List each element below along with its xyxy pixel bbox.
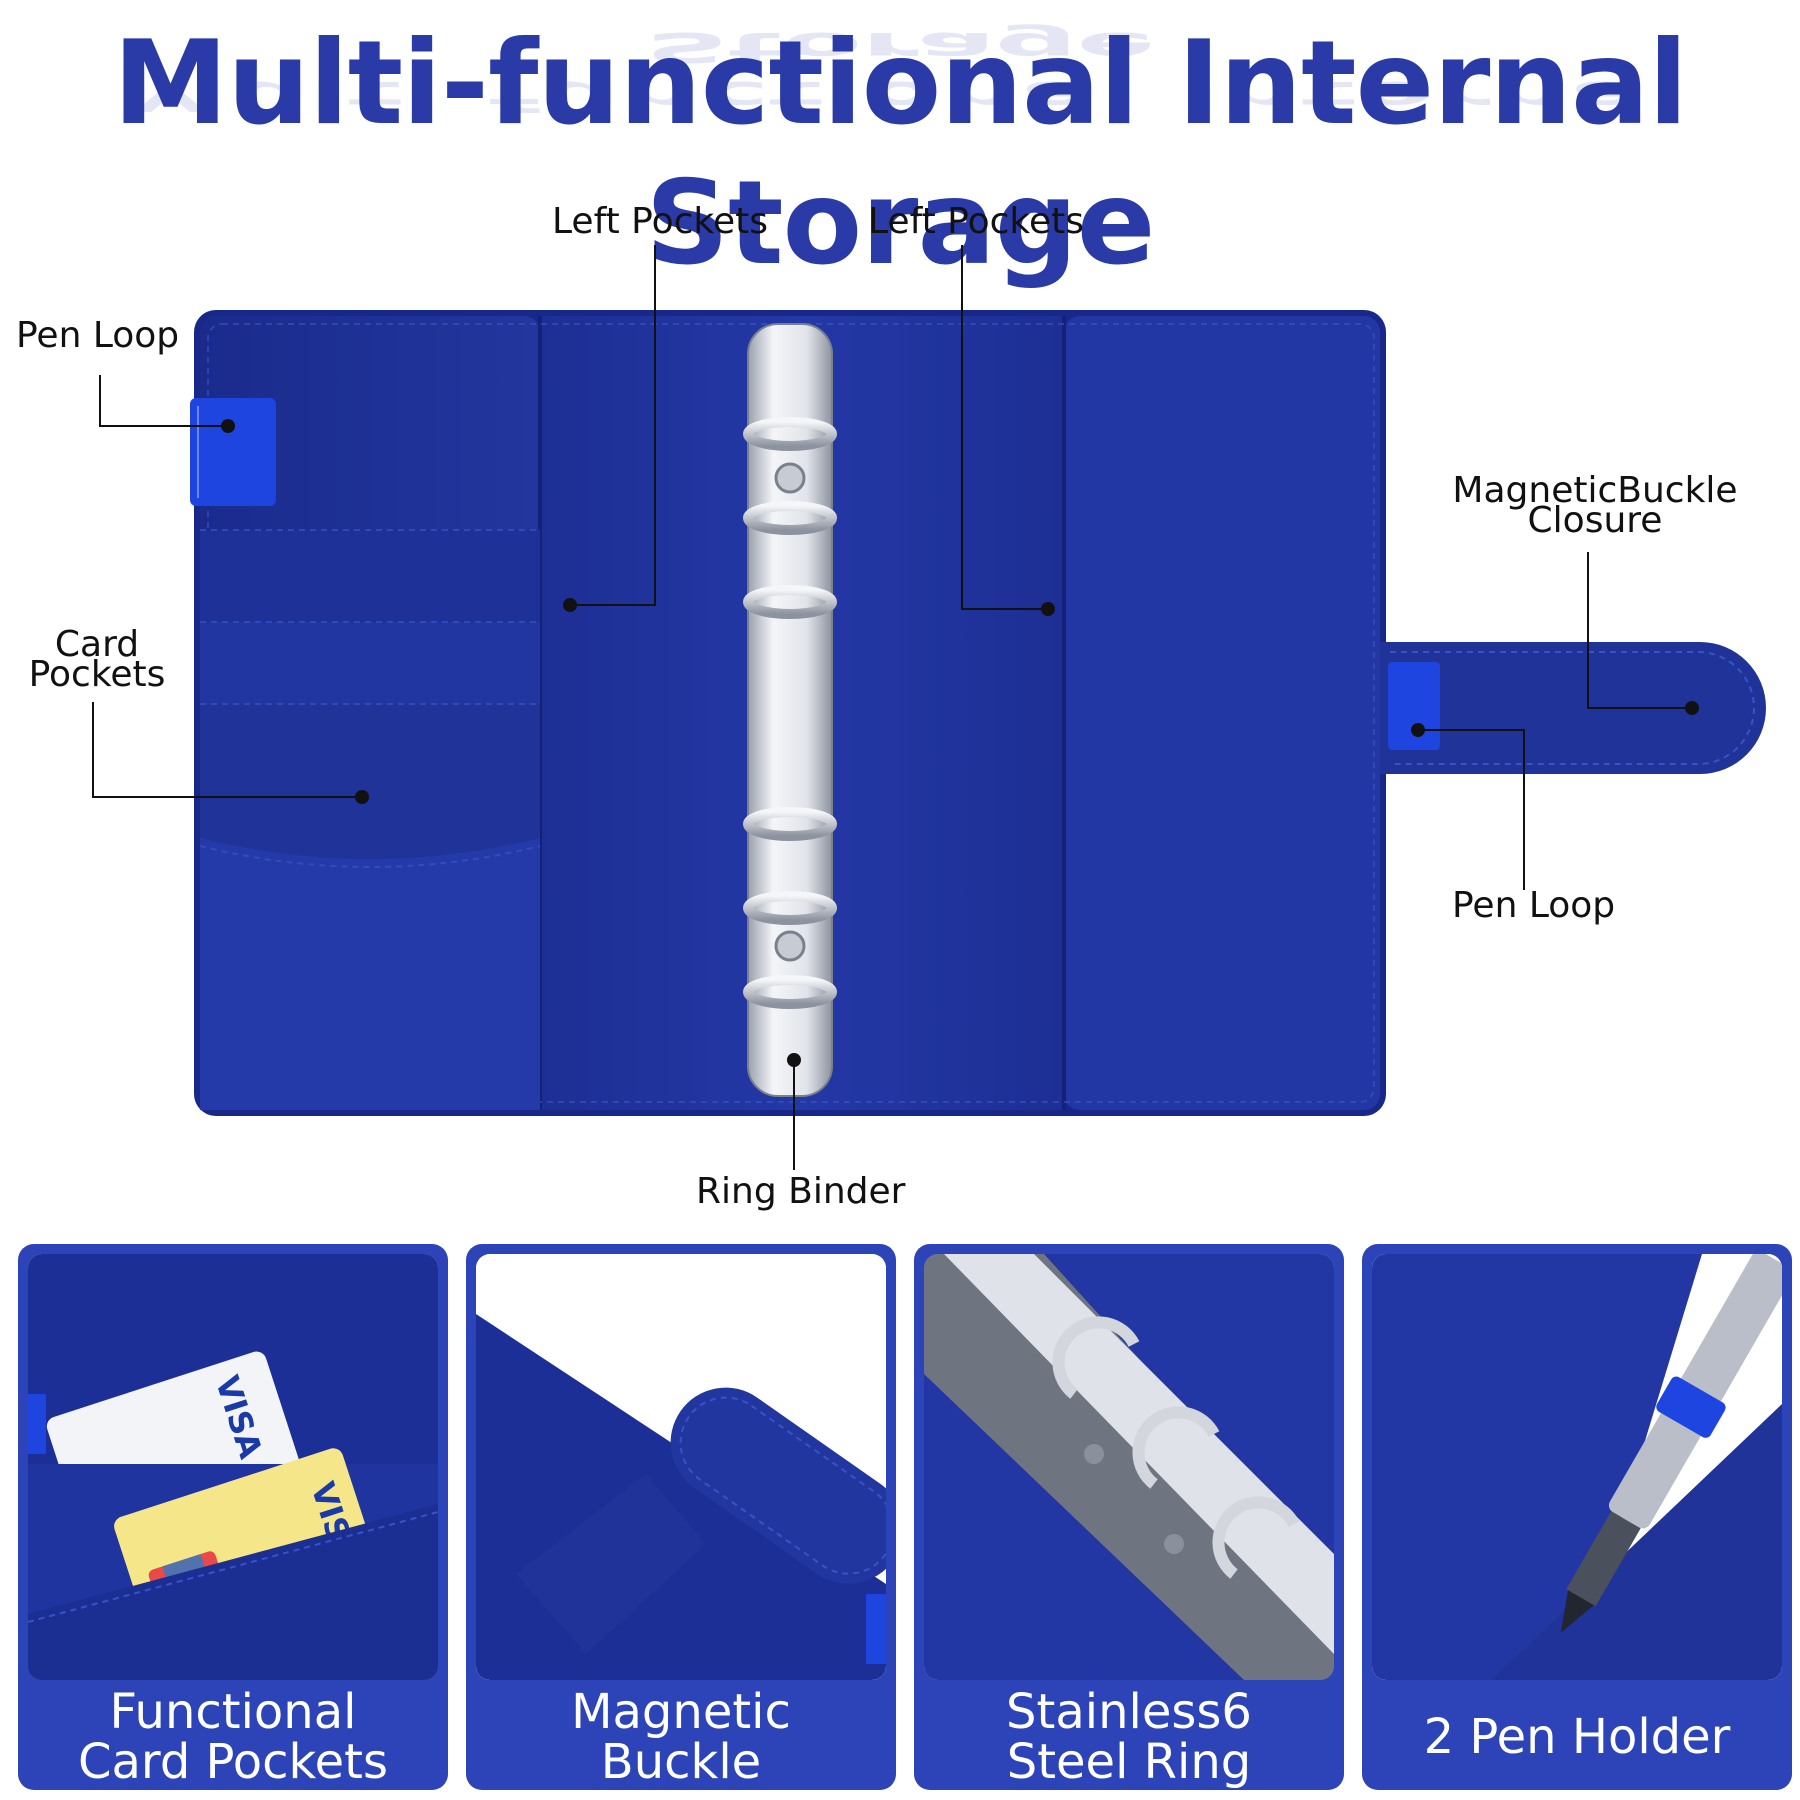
photo-card-pockets: VISA VISA bbox=[28, 1254, 438, 1680]
callout-magnetic-buckle: MagneticBuckle Closure bbox=[1450, 470, 1740, 541]
callout-pen-loop-right: Pen Loop bbox=[1452, 885, 1616, 926]
caption-card-pockets-line2: Card Pockets bbox=[78, 1734, 388, 1790]
page-title: Multi-functional Internal Storage bbox=[112, 16, 1688, 291]
callout-card-pockets-line2: Pockets bbox=[28, 654, 166, 695]
caption-steel-ring: Stainless6 Steel Ring bbox=[914, 1684, 1344, 1790]
callout-card-pockets: Card Pockets bbox=[22, 624, 172, 695]
caption-pen-holder-line1: 2 Pen Holder bbox=[1423, 1709, 1731, 1765]
callout-left-pockets-2: Left Pockets bbox=[868, 201, 1084, 242]
caption-card-pockets-line1: Functional bbox=[109, 1684, 357, 1740]
caption-steel-ring-line1: Stainless6 bbox=[1006, 1684, 1252, 1740]
panel-steel-ring: Stainless6 Steel Ring bbox=[914, 1244, 1344, 1790]
pen-loop-right bbox=[1388, 662, 1440, 750]
caption-magnetic-buckle-line2: Buckle bbox=[600, 1734, 762, 1790]
panel-pen-holder: 2 Pen Holder bbox=[1362, 1244, 1792, 1790]
right-panel bbox=[1064, 316, 1380, 1110]
callout-left-pockets-1: Left Pockets bbox=[552, 201, 768, 242]
caption-steel-ring-line2: Steel Ring bbox=[1006, 1734, 1252, 1790]
photo-magnetic-buckle bbox=[476, 1254, 886, 1680]
callout-magnetic-buckle-line1: MagneticBuckle bbox=[1452, 470, 1738, 511]
panel-magnetic-buckle: Magnetic Buckle bbox=[466, 1244, 896, 1790]
callout-ring-binder: Ring Binder bbox=[696, 1171, 906, 1212]
photo-steel-ring bbox=[924, 1254, 1334, 1680]
photo-pen-holder bbox=[1372, 1254, 1782, 1680]
caption-magnetic-buckle: Magnetic Buckle bbox=[466, 1684, 896, 1790]
caption-pen-holder: 2 Pen Holder bbox=[1362, 1684, 1792, 1790]
ring-binder-plate bbox=[747, 323, 833, 1097]
rings bbox=[743, 417, 837, 1009]
card-pocket-4 bbox=[200, 838, 540, 1110]
callout-card-pockets-line1: Card bbox=[54, 624, 140, 665]
caption-magnetic-buckle-line1: Magnetic bbox=[571, 1684, 791, 1740]
panel-card-pockets: VISA VISA Functional Card Pockets bbox=[18, 1244, 448, 1790]
callout-pen-loop-left: Pen Loop bbox=[16, 315, 180, 356]
magnetic-strap bbox=[1380, 642, 1766, 774]
caption-card-pockets: Functional Card Pockets bbox=[18, 1684, 448, 1790]
callout-magnetic-buckle-line2: Closure bbox=[1527, 500, 1663, 541]
